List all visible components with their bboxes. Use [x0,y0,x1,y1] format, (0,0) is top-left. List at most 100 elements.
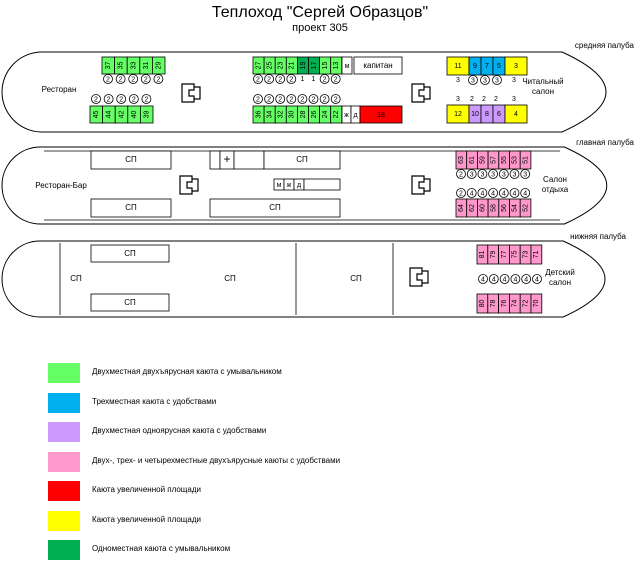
cabin-number: 56 [501,204,508,212]
berth-number: 2 [119,76,123,83]
berth-circle [498,188,509,198]
stairs-icon [181,83,201,103]
cabin-number: 79 [490,251,497,259]
cabin-29[interactable] [151,56,166,75]
legend-item: Двухместная одноярусная каюта с удобства… [48,422,266,442]
berth-number: 4 [524,276,528,283]
cabin-number: 13 [333,62,340,70]
legend-label: Одноместная каюта с умывальником [92,544,231,553]
service-room-1 [90,150,172,170]
berth-circle [477,188,488,198]
service-room-5 [263,150,341,170]
page-title: Теплоход "Сергей Образцов" [211,4,429,21]
berth-circle [91,94,101,104]
cabin-number: 61 [469,156,476,164]
berth-number: 2 [300,96,304,103]
service-room-6 [209,198,341,218]
berth-number-single: 1 [312,76,316,83]
legend-item: Двух-, трех- и четырехместные двухъярусн… [48,451,340,472]
cabin-number: 18 [377,112,385,119]
berth-circle [330,94,341,104]
cabin-number: 70 [533,300,540,308]
cabin-52[interactable] [519,198,532,218]
service-room-label: СП [124,249,136,258]
cabin-number: 58 [490,204,497,212]
cabin-number: 26 [311,111,318,119]
cabin-number: 12 [454,111,462,118]
cabin-number: 34 [266,111,273,119]
cabin-18[interactable] [359,105,403,124]
berth-number: 2 [94,96,98,103]
berth-circle [478,274,488,284]
cabin-number: 60 [480,204,487,212]
stairs-icon [411,83,431,103]
berth-number: 4 [481,276,485,283]
cabin-number: 40 [131,111,138,119]
cabin-71[interactable] [530,244,543,265]
berth-number: 2 [334,96,338,103]
berth-circle [520,188,531,198]
captain-cabin [353,56,403,75]
cabin-number: 23 [278,62,285,70]
cabin-number: 71 [533,251,540,259]
berth-circle [275,74,286,84]
berth-circle [253,94,263,104]
berth-number-plain: 3 [456,77,460,84]
service-room-label: СП [125,203,137,212]
legend-item: Трехместная каюта с удобствами [48,392,216,413]
berth-number: 4 [470,190,474,197]
reading-room-label: Читальный [522,77,563,86]
berth-number: 3 [471,77,475,84]
cabin-39[interactable] [139,105,154,124]
berth-number-plain: 2 [470,96,474,103]
berth-circle [468,75,478,85]
deck-name-main: главная палуба [576,138,634,147]
service-room-2 [90,198,172,218]
cabin-number: 76 [501,300,508,308]
berth-number-single: 1 [300,76,304,83]
berth-circle [509,169,520,179]
berth-circle [275,94,286,104]
berth-number: 3 [513,171,517,178]
cabin-number: 81 [479,251,486,259]
cabin-number: 42 [118,111,125,119]
berth-circle [488,169,499,179]
legend-swatch [48,363,80,383]
cabin-number: 31 [143,62,150,70]
cabin-70[interactable] [530,293,543,314]
cabin-number: 64 [458,204,465,212]
cabin-number: 55 [501,156,508,164]
cabin-number: 21 [289,62,296,70]
berth-number: 2 [106,76,110,83]
berth-circle [330,74,341,84]
reading-room-label-2: салон [532,87,554,96]
restroom-m [341,56,353,75]
cabin-number: 6 [497,111,501,118]
berth-number: 2 [256,96,260,103]
legend-swatch [48,392,80,413]
berth-number: 3 [480,171,484,178]
cabin-3[interactable] [504,56,528,76]
cabin-51[interactable] [519,150,532,170]
cabin-number: 57 [490,156,497,164]
restroom-label: д [297,182,301,189]
cabin-number: 37 [105,62,112,70]
cabin-4[interactable] [504,104,528,124]
legend-swatch [48,422,80,442]
berth-number: 2 [131,76,135,83]
stairs-icon [411,175,431,195]
restroom-label: м [277,182,282,189]
berth-circle [116,94,127,104]
legend-label: Двух-, трех- и четырехместные двухъярусн… [92,455,341,465]
berth-number: 2 [256,76,260,83]
berth-number: 2 [278,96,282,103]
berth-circle [319,94,330,104]
berth-number-plain: 3 [512,77,516,84]
berth-circle [103,74,113,84]
berth-circle [128,94,139,104]
berth-number: 2 [459,171,463,178]
berth-number: 2 [334,76,338,83]
berth-circle [480,75,490,85]
legend-label: Трехместная каюта с удобствами [92,396,217,406]
cabin-number: 24 [322,111,329,119]
